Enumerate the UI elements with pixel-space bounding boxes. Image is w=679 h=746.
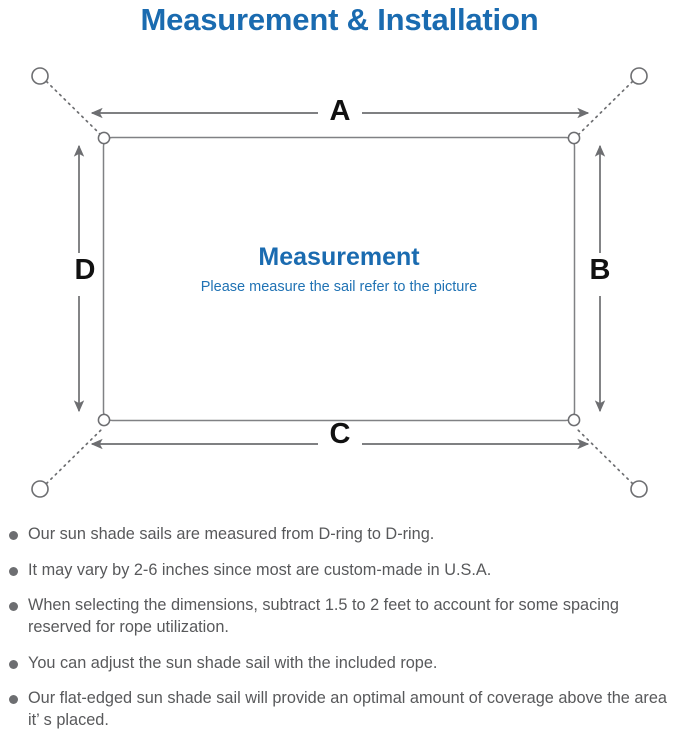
note-text: Our flat-edged sun shade sail will provi… [28,689,667,730]
d-ring-bottom-right-icon [567,413,581,427]
note-item: You can adjust the sun shade sail with t… [0,653,679,675]
note-text: It may vary by 2-6 inches since most are… [28,560,492,579]
sail-body [102,136,576,422]
note-text: You can adjust the sun shade sail with t… [28,653,438,672]
bullet-icon [9,566,18,576]
note-item: When selecting the dimensions, subtract … [0,595,679,638]
note-text: When selecting the dimensions, subtract … [28,596,619,637]
rope-top-left [45,80,103,137]
sail-diagram [31,67,648,498]
dimension-label-c: C [329,418,351,450]
note-item: Our flat-edged sun shade sail will provi… [0,688,679,731]
sail-center-heading: Measurement [258,243,420,271]
bullet-icon [9,602,18,612]
dimension-label-d: D [74,254,96,286]
bullet-icon [9,659,18,669]
note-text: Our sun shade sails are measured from D-… [28,525,435,543]
note-item: It may vary by 2-6 inches since most are… [0,560,679,582]
dimension-label-b: B [589,254,611,286]
sail-center-subtext: Please measure the sail refer to the pic… [200,279,478,295]
note-item: Our sun shade sails are measured from D-… [0,524,679,546]
d-ring-bottom-left-icon [97,413,111,427]
anchor-bottom-left-icon [31,480,49,498]
anchor-bottom-right-icon [630,480,648,498]
rope-bottom-left [45,428,103,485]
page-title: Measurement & Installation [140,2,539,37]
d-ring-top-left-icon [97,131,111,145]
anchor-top-left-icon [31,67,49,85]
bullet-icon [9,531,18,540]
rope-bottom-right [576,428,634,485]
notes-list: Our sun shade sails are measured from D-… [0,524,679,746]
d-ring-top-right-icon [567,131,581,145]
dimension-label-a: A [329,95,351,127]
bullet-icon [9,695,18,705]
anchor-top-right-icon [630,67,648,85]
rope-top-right [576,80,634,137]
